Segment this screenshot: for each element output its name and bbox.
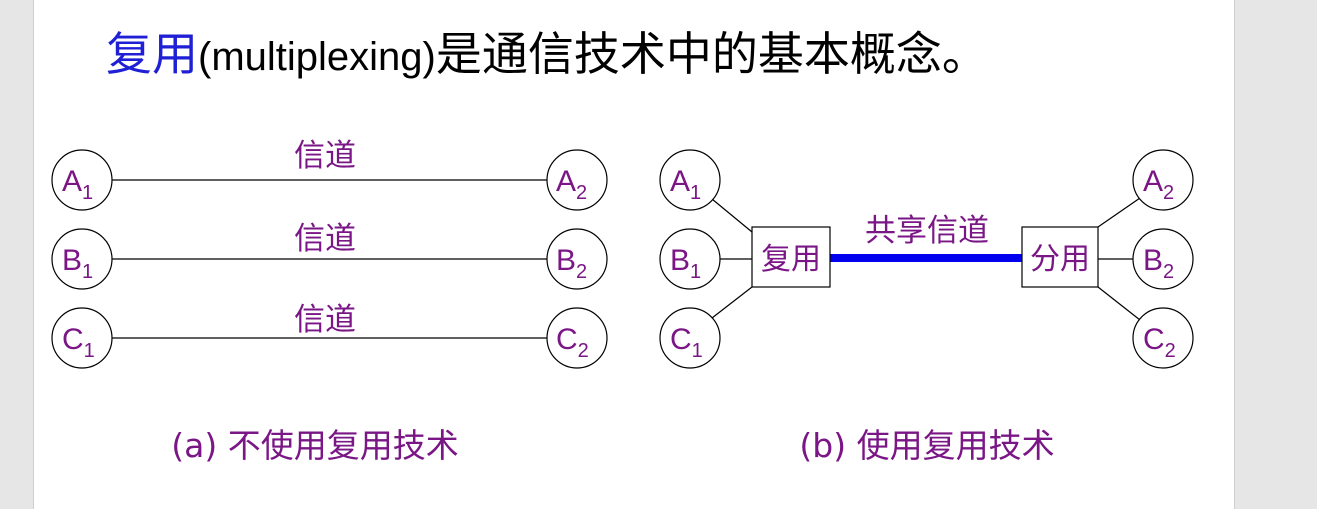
node-b2: B2	[1132, 228, 1194, 290]
connector-line	[711, 198, 753, 233]
demux-label: 分用	[1030, 242, 1090, 277]
node-letter: B	[62, 244, 82, 277]
title-latin: (multiplexing)	[198, 35, 436, 79]
node-subscript: 2	[578, 340, 589, 362]
svg-text:B2: B2	[1143, 244, 1174, 283]
svg-text:C1: C1	[62, 323, 95, 362]
svg-text:B2: B2	[556, 244, 587, 283]
mux-label: 复用	[761, 242, 821, 277]
node-subscript: 1	[82, 261, 93, 283]
node-letter: C	[62, 323, 84, 356]
node-letter: C	[670, 323, 692, 356]
svg-text:A2: A2	[556, 165, 587, 204]
channel-label: 信道	[294, 221, 356, 257]
shared-channel-label: 共享信道	[865, 213, 989, 249]
svg-text:B1: B1	[62, 244, 93, 283]
mux-box: 复用	[751, 226, 831, 288]
svg-text:B1: B1	[670, 244, 701, 283]
svg-text:C2: C2	[1143, 323, 1176, 362]
node-b2: B2	[546, 228, 608, 290]
node-letter: C	[556, 323, 578, 356]
node-letter: A	[556, 165, 576, 198]
node-subscript: 2	[576, 182, 587, 204]
caption-a: (a) 不使用复用技术	[171, 426, 458, 465]
svg-text:A1: A1	[62, 165, 93, 204]
page-title: 复用(multiplexing)是通信技术中的基本概念。	[106, 22, 988, 89]
node-letter: A	[670, 165, 690, 198]
connector-line	[1097, 197, 1141, 228]
diagram-a: 信道 信道 信道 A1 B1 C1 A2 B2 C2 (a) 不使用复用技	[51, 138, 608, 465]
node-a1: A1	[659, 149, 721, 211]
node-letter: B	[1143, 244, 1163, 277]
title-highlight: 复用	[106, 27, 198, 81]
caption-b: (b) 使用复用技术	[799, 426, 1054, 465]
node-subscript: 1	[690, 261, 701, 283]
node-a1: A1	[51, 149, 113, 211]
demux-box: 分用	[1021, 226, 1099, 288]
node-subscript: 1	[84, 340, 95, 362]
channel-label: 信道	[294, 302, 356, 338]
node-a2: A2	[1132, 149, 1194, 211]
node-subscript: 1	[692, 340, 703, 362]
diagram-b: 共享信道 复用 分用 A1 B1 C1 A2 B2	[659, 149, 1194, 465]
node-letter: A	[62, 165, 82, 198]
svg-text:A1: A1	[670, 165, 701, 204]
node-c1: C1	[51, 307, 113, 369]
node-subscript: 1	[690, 182, 701, 204]
node-letter: A	[1143, 165, 1163, 198]
node-subscript: 2	[1163, 261, 1174, 283]
svg-text:C1: C1	[670, 323, 703, 362]
connector-line	[1097, 286, 1141, 321]
node-letter: C	[1143, 323, 1165, 356]
node-c1: C1	[659, 307, 721, 369]
node-subscript: 2	[576, 261, 587, 283]
connector-line	[711, 286, 753, 319]
node-letter: B	[670, 244, 690, 277]
svg-text:A2: A2	[1143, 165, 1174, 204]
node-c2: C2	[546, 307, 608, 369]
node-c2: C2	[1132, 307, 1194, 369]
channel-label: 信道	[294, 138, 356, 174]
node-a2: A2	[546, 149, 608, 211]
node-letter: B	[556, 244, 576, 277]
title-rest: 是通信技术中的基本概念。	[435, 27, 988, 81]
svg-text:C2: C2	[556, 323, 589, 362]
node-subscript: 2	[1165, 340, 1176, 362]
node-subscript: 1	[82, 182, 93, 204]
node-b1: B1	[51, 228, 113, 290]
node-b1: B1	[659, 228, 721, 290]
node-subscript: 2	[1163, 182, 1174, 204]
